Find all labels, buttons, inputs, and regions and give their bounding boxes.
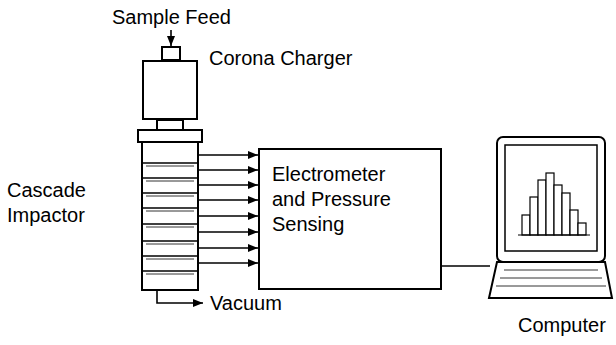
laptop-display	[505, 145, 597, 251]
signal-arrow	[198, 247, 258, 249]
node-label: Electrometer and Pressure Sensing	[272, 162, 412, 237]
laptop-screen	[497, 137, 605, 262]
signal-arrow	[442, 265, 490, 267]
signal-arrow	[198, 231, 258, 233]
laptop-keyboard	[496, 270, 606, 286]
signal-arrow	[198, 262, 258, 264]
signal-arrow	[198, 199, 258, 201]
impactor-body	[142, 142, 198, 290]
part-label: Vacuum	[210, 291, 282, 316]
process-box: Electrometer and Pressure Sensing	[258, 148, 442, 290]
impactor-stages	[142, 163, 198, 274]
part-label: Sample Feed	[112, 5, 231, 30]
laptop-base	[489, 262, 612, 298]
charger-nozzle	[162, 47, 180, 60]
node-label: Computer	[518, 313, 606, 338]
signal-arrow	[198, 215, 258, 217]
node-label: Cascade Impactor	[7, 178, 132, 228]
signal-arrow	[198, 154, 258, 156]
charger-box: Corona Charger	[142, 60, 198, 120]
connecting-pipe	[157, 120, 183, 130]
computer-icon: Computer	[490, 135, 610, 335]
feed-arrow	[170, 30, 172, 46]
histogram-icon	[518, 173, 590, 235]
impactor-cap	[138, 130, 202, 142]
vacuum-arrow	[157, 290, 203, 303]
signal-arrow	[198, 169, 258, 171]
signal-arrow	[198, 184, 258, 186]
impactor-stack: Cascade Impactor	[142, 130, 198, 290]
node-label: Corona Charger	[209, 46, 352, 71]
